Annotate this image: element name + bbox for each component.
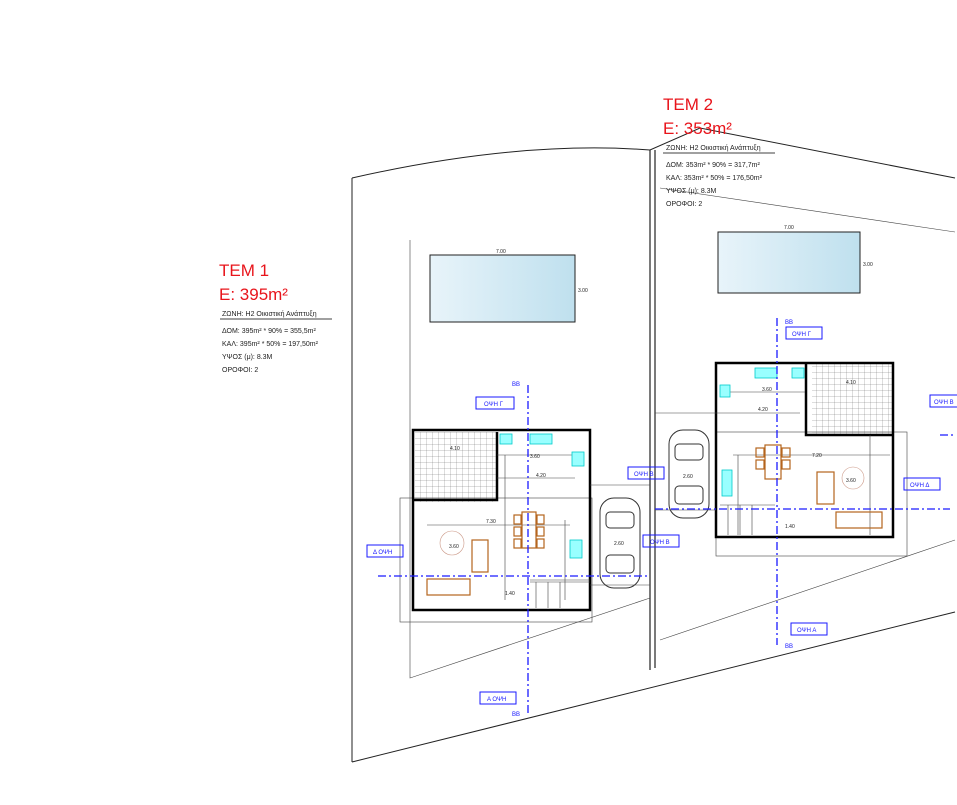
south-boundary (351, 611, 956, 763)
plot-2-floors: ΟΡΟΦΟΙ: 2 (666, 201, 702, 208)
setback-line-2 (659, 187, 956, 641)
plot-1-title: ΤΕΜ 1 (219, 261, 269, 280)
svg-text:7.00: 7.00 (496, 249, 506, 255)
elevation-tags: ΟΨΗ Γ ΟΨΗ Β Δ ΟΨΗ ΟΨΗ Β Α ΟΨΗ ΟΨΗ Γ ΟΨΗ … (366, 326, 957, 705)
tag-h2-gamma: ΟΨΗ Γ (792, 332, 812, 338)
tag-h1-beta: ΟΨΗ Β (650, 540, 670, 546)
tag-h2-alpha: ΟΨΗ Α (797, 628, 816, 634)
plot-1-zone: ΖΩΝΗ: Η2 Οικιστική Ανάπτυξη (222, 310, 317, 318)
pool-1: 7.00 3.00 (429, 249, 588, 323)
north-boundary (351, 127, 956, 179)
svg-text:3.60: 3.60 (449, 544, 459, 550)
svg-text:2.60: 2.60 (614, 541, 624, 547)
setback-line-1 (409, 240, 651, 679)
tag-h2-delta: ΟΨΗ Δ (910, 483, 929, 489)
svg-text:7.30: 7.30 (486, 519, 496, 525)
plot-2-zone: ΖΩΝΗ: Η2 Οικιστική Ανάπτυξη (666, 144, 761, 152)
plot-1-info: ΤΕΜ 1 Ε: 395m² ΖΩΝΗ: Η2 Οικιστική Ανάπτυ… (219, 261, 332, 374)
svg-text:4.10: 4.10 (846, 380, 856, 386)
svg-text:3.60: 3.60 (530, 454, 540, 460)
plot-1-height: ΥΨΟΣ (μ): 8.3Μ (222, 354, 273, 361)
dining-table-2 (755, 444, 791, 480)
sofa-2 (816, 471, 883, 529)
tag-h2-beta: ΟΨΗ Β (934, 400, 954, 406)
plot-2-title: ΤΕΜ 2 (663, 95, 713, 114)
svg-text:3.60: 3.60 (846, 478, 856, 484)
svg-text:ΒΒ: ΒΒ (512, 712, 520, 718)
sofa-1 (426, 539, 489, 596)
car-1: 2.60 (599, 497, 641, 589)
svg-text:ΒΒ: ΒΒ (785, 644, 793, 650)
svg-text:4.10: 4.10 (450, 446, 460, 452)
plot-1-far: ΚΑΛ: 395m² * 50% = 197,50m² (222, 341, 319, 348)
svg-text:ΒΒ: ΒΒ (512, 382, 520, 388)
tag-h1-delta: Δ ΟΨΗ (373, 550, 392, 556)
svg-text:4.20: 4.20 (536, 473, 546, 479)
dining-table-1 (513, 511, 545, 549)
plot-1-coverage: ΔΟΜ: 395m² * 90% = 355,5m² (222, 328, 316, 335)
plot-2-height: ΥΨΟΣ (μ): 8.3Μ (666, 188, 717, 195)
car-2: 2.60 (668, 429, 710, 519)
svg-text:3.00: 3.00 (863, 262, 873, 268)
terrace-2 (812, 364, 892, 434)
svg-text:ΒΒ: ΒΒ (785, 320, 793, 326)
svg-text:1.40: 1.40 (505, 591, 515, 597)
svg-text:7.00: 7.00 (784, 225, 794, 231)
plot-2-info: ΤΕΜ 2 Ε: 353m² ΖΩΝΗ: Η2 Οικιστική Ανάπτυ… (663, 95, 775, 208)
pool-2: 7.00 3.00 (717, 225, 873, 294)
tag-h1-alpha: Α ΟΨΗ (487, 697, 506, 703)
svg-text:3.60: 3.60 (762, 387, 772, 393)
plot-2-coverage: ΔΟΜ: 353m² * 90% = 317,7m² (666, 162, 760, 169)
tag-h1-beta-top: ΟΨΗ Β (634, 472, 654, 478)
house-2-floorplan: 3.60 4.20 4.10 7.20 3.60 1.40 (714, 361, 908, 557)
tag-h1-gamma: ΟΨΗ Γ (484, 402, 504, 408)
plot-1-area: Ε: 395m² (219, 285, 288, 304)
plot-boundaries (351, 127, 956, 763)
svg-text:2.60: 2.60 (683, 474, 693, 480)
section-lines: ΒΒ ΒΒ ΒΒ ΒΒ (378, 318, 955, 718)
plot-2-far: ΚΑΛ: 353m² * 50% = 176,50m² (666, 175, 763, 182)
svg-text:3.00: 3.00 (578, 288, 588, 294)
plot-1-floors: ΟΡΟΦΟΙ: 2 (222, 367, 258, 374)
svg-text:1.40: 1.40 (785, 524, 795, 530)
house-1-floorplan: 4.10 3.60 4.20 7.30 3.60 1.40 (399, 428, 593, 623)
svg-text:7.20: 7.20 (812, 453, 822, 459)
svg-text:4.20: 4.20 (758, 407, 768, 413)
plot-2-area: Ε: 353m² (663, 119, 732, 138)
terrace-1 (415, 432, 497, 502)
